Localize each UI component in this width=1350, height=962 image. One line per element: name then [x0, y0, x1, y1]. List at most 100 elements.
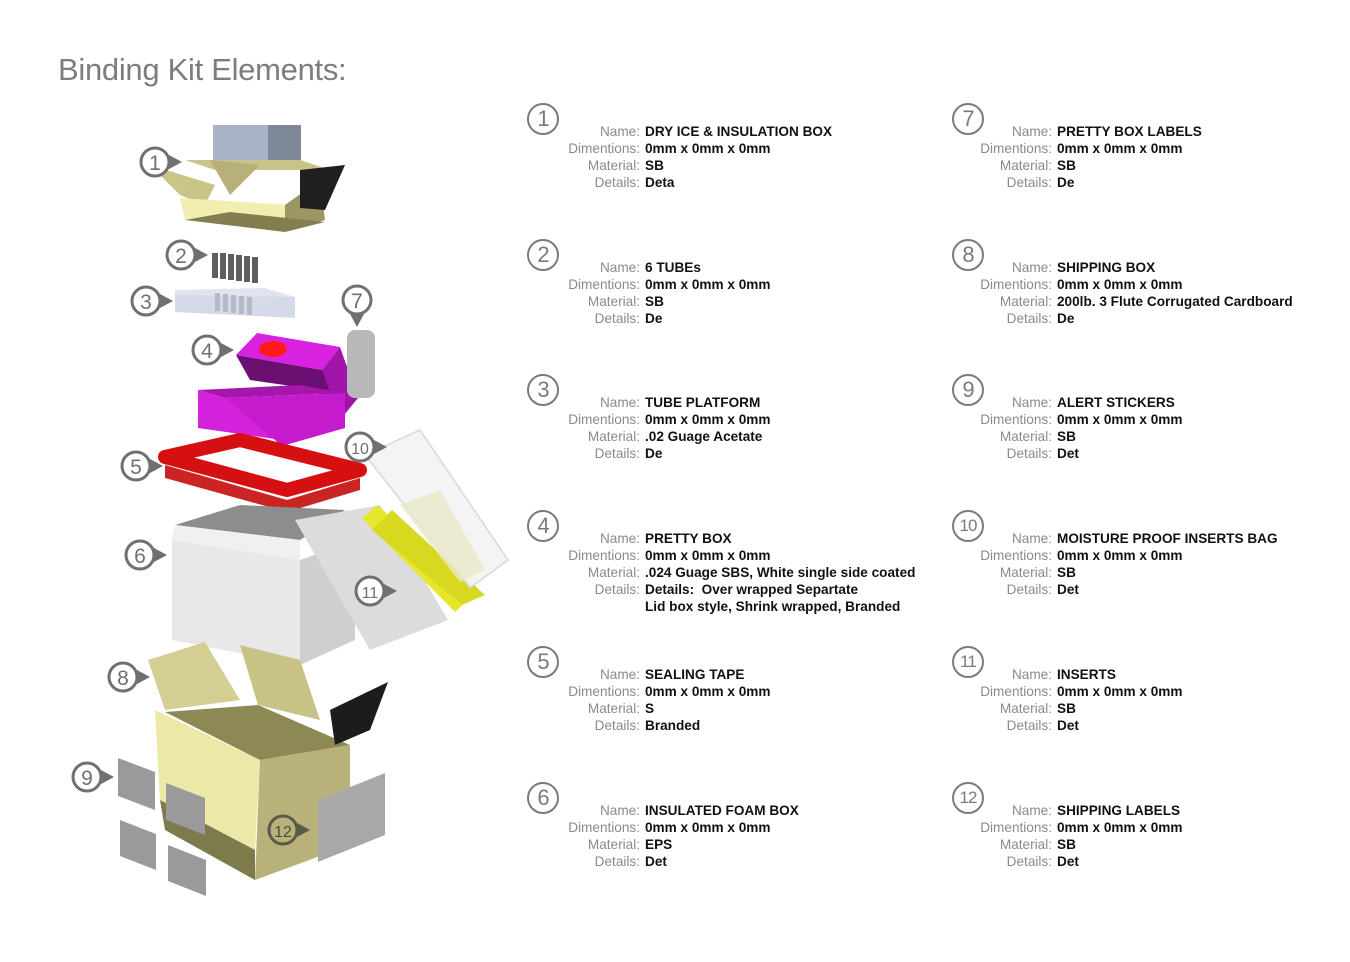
details-label: Details: [1006, 718, 1052, 733]
name-value: SEALING TAPE [645, 667, 745, 682]
dimensions-label: Dimentions: [980, 548, 1052, 563]
svg-text:3: 3 [140, 291, 152, 314]
svg-text:4: 4 [201, 340, 213, 363]
material-label: Material: [999, 158, 1052, 173]
material-label: Material: [999, 701, 1052, 716]
dimensions-label: Dimentions: [568, 277, 640, 292]
dimensions-label: Dimentions: [568, 548, 640, 563]
name-value: MOISTURE PROOF INSERTS BAG [1057, 531, 1278, 546]
callout-4: 4 [191, 334, 234, 366]
number-badge: 8 [952, 239, 984, 271]
name-value: INSULATED FOAM BOX [645, 803, 799, 818]
details-label: Details: [1006, 582, 1052, 597]
details-value: Det [1057, 718, 1079, 733]
dimensions-label: Dimentions: [568, 412, 640, 427]
dimensions-value: 0mm x 0mm x 0mm [1057, 684, 1183, 699]
material-value: SB [1057, 837, 1076, 852]
foam-box-illustration [172, 505, 355, 665]
details-label: Details: [594, 582, 640, 597]
dimensions-label: Dimentions: [980, 412, 1052, 427]
dimensions-label: Dimentions: [568, 684, 640, 699]
details-label: Details: [1006, 311, 1052, 326]
material-label: Material: [999, 837, 1052, 852]
material-value: 200lb. 3 Flute Corrugated Cardboard [1057, 294, 1293, 309]
details-value: Details: Over wrapped Separtate [645, 582, 859, 597]
dimensions-value: 0mm x 0mm x 0mm [645, 412, 771, 427]
callout-1: 1 [139, 146, 182, 178]
page-title: Binding Kit Elements: [58, 52, 347, 87]
moisture-bag-illustration [363, 429, 510, 590]
material-value: .024 Guage SBS, White single side coated [645, 565, 916, 580]
details-label: Details: [594, 854, 640, 869]
svg-text:10: 10 [351, 441, 369, 458]
callout-5: 5 [120, 450, 163, 482]
name-label: Name: [599, 260, 640, 275]
dimensions-label: Dimentions: [568, 820, 640, 835]
name-value: SHIPPING LABELS [1057, 803, 1181, 818]
details-value: De [1057, 175, 1075, 190]
material-label: Material: [587, 701, 640, 716]
pretty-box-illustration [198, 333, 358, 446]
details-label: Details: [594, 718, 640, 733]
name-value: PRETTY BOX [645, 531, 732, 546]
name-label: Name: [1011, 803, 1052, 818]
name-label: Name: [1011, 260, 1052, 275]
details-value: Det [645, 854, 667, 869]
name-label: Name: [1011, 124, 1052, 139]
details-label: Details: [594, 446, 640, 461]
details-value: De [1057, 311, 1075, 326]
callout-7: 7 [341, 284, 373, 327]
callout-12: 12 [267, 814, 310, 846]
svg-text:9: 9 [81, 767, 93, 790]
details-label: Details: [594, 311, 640, 326]
dimensions-label: Dimentions: [980, 684, 1052, 699]
name-value: ALERT STICKERS [1057, 395, 1175, 410]
callout-3: 3 [130, 285, 173, 317]
details-value-line2: Lid box style, Shrink wrapped, Branded [645, 599, 901, 614]
material-value: SB [1057, 565, 1076, 580]
details-value: Deta [645, 175, 675, 190]
dimensions-value: 0mm x 0mm x 0mm [645, 277, 771, 292]
details-label: Details: [1006, 854, 1052, 869]
material-label: Material: [587, 158, 640, 173]
dimensions-label: Dimentions: [980, 820, 1052, 835]
dimensions-value: 0mm x 0mm x 0mm [645, 548, 771, 563]
pretty-box-label-illustration [347, 330, 375, 398]
material-value: SB [1057, 701, 1076, 716]
svg-text:6: 6 [134, 545, 146, 568]
svg-text:7: 7 [351, 290, 363, 313]
number-badge: 5 [527, 646, 559, 678]
callout-11: 11 [354, 575, 397, 607]
material-label: Material: [587, 294, 640, 309]
shipping-label-illustration [318, 773, 385, 862]
dimensions-value: 0mm x 0mm x 0mm [645, 820, 771, 835]
material-value: EPS [645, 837, 673, 852]
material-value: SB [645, 294, 664, 309]
number-badge: 10 [952, 510, 984, 542]
details-label: Details: [1006, 446, 1052, 461]
dimensions-value: 0mm x 0mm x 0mm [1057, 820, 1183, 835]
material-label: Material: [587, 429, 640, 444]
number-badge: 11 [952, 646, 984, 678]
callout-9: 9 [71, 761, 114, 793]
exploded-kit-illustration: 1 2 3 4 7 5 10 6 11 8 9 12 [71, 125, 510, 896]
material-label: Material: [999, 429, 1052, 444]
inserts-illustration [362, 505, 485, 612]
details-value: Branded [645, 718, 701, 733]
details-label: Details: [594, 175, 640, 190]
name-value: TUBE PLATFORM [645, 395, 761, 410]
dimensions-label: Dimentions: [980, 277, 1052, 292]
material-value: .02 Guage Acetate [645, 429, 763, 444]
callout-8: 8 [107, 661, 150, 693]
dry-ice-box-illustration [150, 125, 345, 232]
material-value: S [645, 701, 655, 716]
details-value: De [645, 446, 663, 461]
name-label: Name: [1011, 395, 1052, 410]
svg-text:11: 11 [362, 585, 379, 602]
name-value: SHIPPING BOX [1057, 260, 1156, 275]
name-value: PRETTY BOX LABELS [1057, 124, 1202, 139]
material-label: Material: [999, 294, 1052, 309]
number-badge: 1 [527, 103, 559, 135]
material-value: SB [1057, 429, 1076, 444]
dimensions-value: 0mm x 0mm x 0mm [1057, 412, 1183, 427]
